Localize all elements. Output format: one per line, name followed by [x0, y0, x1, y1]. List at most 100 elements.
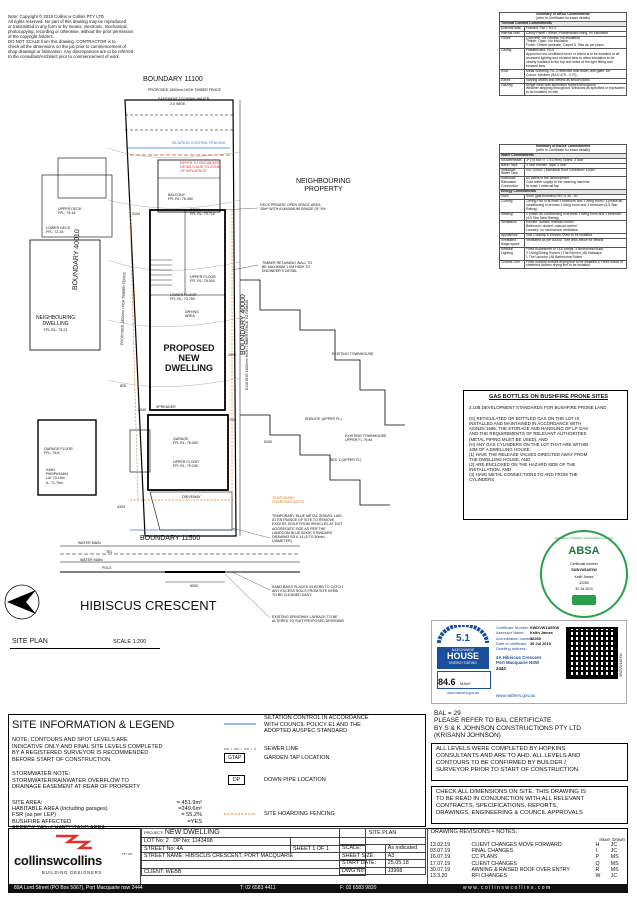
table-row [141, 859, 366, 869]
gas-line: 10M OF A DWELLING HOUSE: [469, 446, 531, 452]
layback-note: EXISTING DRIVEWAY LAYBACK TO BE ALTERED … [272, 615, 344, 623]
label-line: TO BE CLEANED DAILY [272, 593, 312, 598]
pole-label: POLE [102, 566, 112, 570]
table-cell: 1 phase air-conditioning in at least 1 l… [524, 211, 627, 222]
table-cell: Gas Cooktop & Electric Oven to be instal… [524, 233, 627, 240]
sewer-pit-label: S45H PMSP#34494 Lid: 73.18m IL: 71.76m [46, 468, 68, 485]
driveway-label: DRIVEWAY [182, 495, 201, 499]
label-line: AT ENTRANCE OF SITE TO REMOVE [272, 518, 335, 523]
label-line: AREA [185, 314, 195, 319]
street-number: STREET No: 4A [144, 845, 184, 852]
stairs [151, 259, 172, 286]
gas-line: INSTALLATION, AND [469, 467, 512, 473]
star-arc-icon [437, 623, 489, 644]
label-line: UPPER FLOOR [190, 275, 216, 279]
gas-intro: 3.10B DEVELOPMENT STANDARDS FOR BUSHFIRE… [469, 405, 607, 410]
site-plan-title: SITE PLAN [12, 638, 48, 645]
cert-field-value: 30 Jul 2019 [530, 640, 551, 646]
label-line: BE MAXIMUM 1.0M HIGH TO [262, 265, 310, 270]
gas-line: (2) ARE ENCLOSED ON THE HAZARD SIDE OF T… [469, 462, 576, 468]
label-line: SAND BAGS PLACED IN KERB TO CATCH [272, 585, 343, 589]
label-line: BALCONY [168, 193, 186, 197]
label-line: LANDCOM BLUE BOOK STANDARD [272, 530, 333, 535]
leader-line [221, 207, 259, 211]
revision-desc: CLIENT CHANGES [471, 860, 517, 867]
table-cell: Varying widths and offsets as shown plan… [524, 77, 627, 84]
legend-item-hoarding: SITE HOARDING FENCING [264, 811, 335, 817]
absa-seal-cert: SWDVW1AEXW [571, 568, 597, 572]
note-line: STORMWATER/RAINWATER OVERFLOW TO [12, 777, 129, 784]
label-line: HOARDING GATES [272, 500, 305, 505]
table-cell: Cavity Panel / 50mm, Plasterboard lining… [524, 30, 627, 37]
gas-line: (H) ANY GAS CYLINDERS ON THE LOT THAT AR… [469, 441, 589, 447]
revision-desc: FINAL CHANGES [471, 848, 514, 855]
bal-line: (KRISANN JOHNSON) [434, 732, 501, 740]
site-stats: SITE AREA:= 451.9m² HABITABLE AREA (incl… [12, 800, 202, 831]
label-line: FFL RL: 78.500 [190, 279, 215, 284]
company-address: 89A Lord Street (PO Box 5667), Port Macq… [14, 885, 143, 891]
lower-deck-outline [41, 174, 113, 238]
gas-line: THE DWELLING HOUSE, AND [469, 456, 531, 462]
table-cell: Fixed outdoor clothes drying line to be … [524, 259, 627, 270]
engineer-note: REFER TO ENGINEERS DETAILS DUE TO ZONE O… [180, 161, 220, 174]
contour [107, 259, 241, 271]
check-line: CONTRACTS, SPECIFICATIONS, REPORTS, [436, 803, 558, 809]
cert-field-label: Accreditation number: [496, 635, 534, 641]
label-line: EXCESS SOILS FROM VEHICLES AT EXIT [272, 522, 343, 527]
label-line: S45H [46, 468, 55, 472]
existing-townhouse-outline [240, 279, 405, 426]
revision-issue: P [595, 854, 599, 861]
table-cell: Ceiling Fan in at least 1 bedroom and 1 … [524, 198, 627, 213]
cert-field-label: Date of certificate: [496, 640, 528, 646]
legend-text: WITH COUNCIL POLICY E1 AND THE [264, 721, 361, 728]
basix-subtitle: (refer to Certificate for exact details) [536, 147, 590, 152]
site-plan-scale: SCALE 1:200 [113, 639, 147, 645]
dimension-2540: 2540 [138, 408, 146, 412]
revision-desc: RFI CHANGES [471, 873, 507, 880]
site-stat-label: APPROX 240m² HARDSTAND AREA [12, 824, 106, 831]
label-line: AGGREGATE SIZE AS PER THE [272, 526, 326, 531]
hoarding-gates-label: TEMPORARY HOARDING GATES [272, 496, 304, 504]
engineer-note-line: DETAILS DUE TO ZONE [180, 165, 221, 170]
sandbag-note: SAND BAGS PLACED IN KERB TO CATCH ANY EX… [272, 585, 343, 598]
label-line: UPPER DECK [58, 207, 82, 211]
dimension-3154: 3154 [132, 212, 140, 216]
check-line: TO BE READ IN CONJUNCTION WITH ALL RELEV… [436, 796, 585, 802]
label-line: FFL: 75.8 [44, 451, 60, 456]
dimension-8190: 8190 [264, 440, 272, 444]
company-logo: collinswcollins PTY LTD BUILDING DESIGNE… [10, 830, 138, 882]
start-date-value: 25.05.18 [384, 859, 427, 868]
absa-seal-accreditation: 32265 [579, 581, 589, 585]
table-cell: Plasterboard, R3.5 Approved non-ventilat… [524, 48, 627, 70]
siltation-label: SILTATION CONTROL FENCING [172, 141, 226, 145]
check-line: CHECK ALL DIMENSIONS ON SITE. THIS DRAWI… [436, 789, 587, 795]
label-line: ANY EXCESS SOILS FROM SITE KERB [272, 589, 338, 594]
note-line: INDICATIVE ONLY AND FINAL SITE LEVELS CO… [12, 743, 163, 750]
gas-line: CYLINDERS [469, 477, 495, 483]
table-row: SITE PLAN [339, 828, 426, 838]
entry-porch [129, 429, 151, 473]
revision-drawn: MS [610, 866, 619, 873]
table-row: CLIENT: WEBB [141, 867, 366, 877]
label-line: DWELLING [42, 321, 69, 327]
contour [107, 317, 241, 327]
label-line: LOWER FLOOR [170, 293, 197, 297]
gas-line: (METAL PIPING MUST BE USED), AND [469, 436, 548, 442]
site-plan-drawing [4, 99, 405, 620]
certificate-values: SWDVW1AEXW Keith James 32265 30 Jul 2019 [530, 625, 570, 646]
sheet-size-value: A3 [384, 851, 427, 861]
site-stat-label: FSR (as per LEP) [12, 812, 57, 819]
site-stat-value: = 55.2% [181, 812, 202, 819]
table-row: PROJECT: NEW DWELLING [141, 828, 366, 838]
site-stat-row: FSR (as per LEP) = 55.2% [12, 812, 202, 818]
label-line: NEW [178, 353, 200, 363]
cert-field: Accreditation number: [496, 636, 562, 641]
